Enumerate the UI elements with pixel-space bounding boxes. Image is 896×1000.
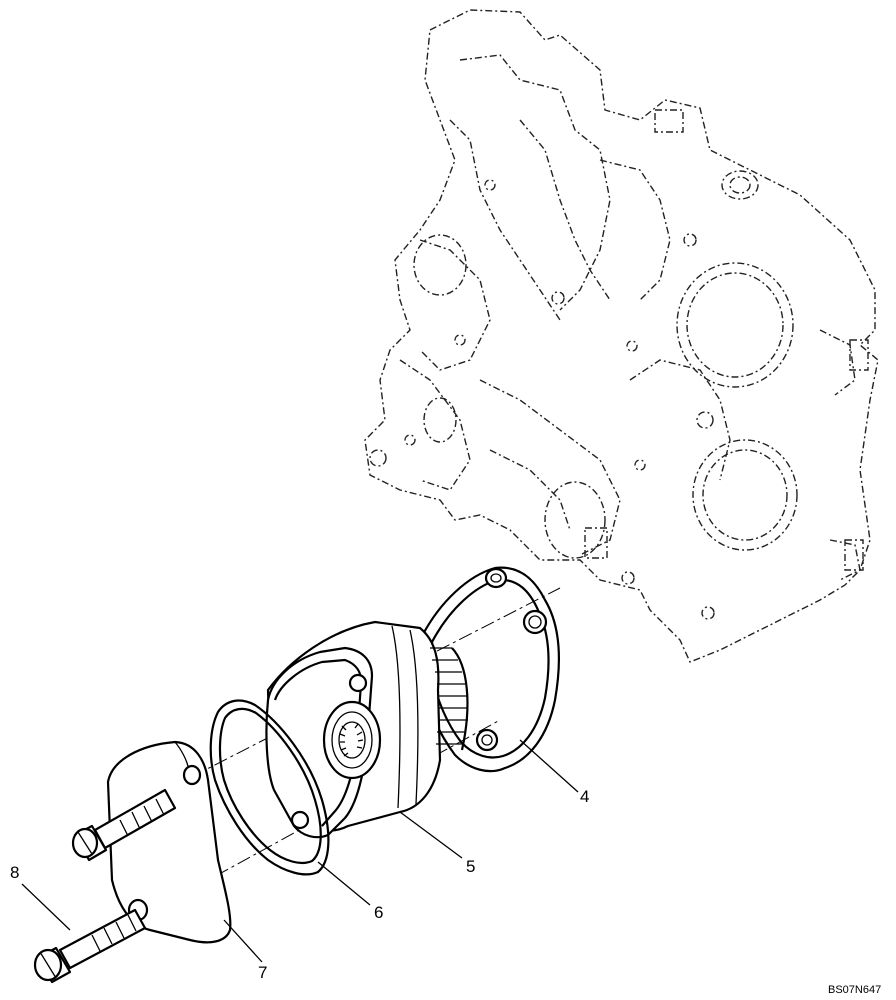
part-8-bolt-lower xyxy=(33,908,147,984)
drawing-code: BS07N647 xyxy=(828,984,881,996)
leader-line-8 xyxy=(21,883,71,931)
bolt-axis-line xyxy=(149,719,501,913)
gear-housing-phantom xyxy=(364,9,879,663)
callout-7: 7 xyxy=(258,963,267,982)
callout-5: 5 xyxy=(466,857,475,876)
leader-line-5 xyxy=(399,811,463,859)
callout-4: 4 xyxy=(580,787,589,806)
leader-line-7 xyxy=(223,919,263,963)
callout-8: 8 xyxy=(10,863,19,882)
part-5-gear-pump xyxy=(265,620,469,839)
leader-line-6 xyxy=(317,861,371,906)
part-4-gasket xyxy=(418,566,560,773)
leader-line-4 xyxy=(519,739,579,793)
callout-6: 6 xyxy=(374,903,383,922)
part-8-bolt-upper xyxy=(71,788,177,862)
part-6-o-ring xyxy=(209,699,330,876)
